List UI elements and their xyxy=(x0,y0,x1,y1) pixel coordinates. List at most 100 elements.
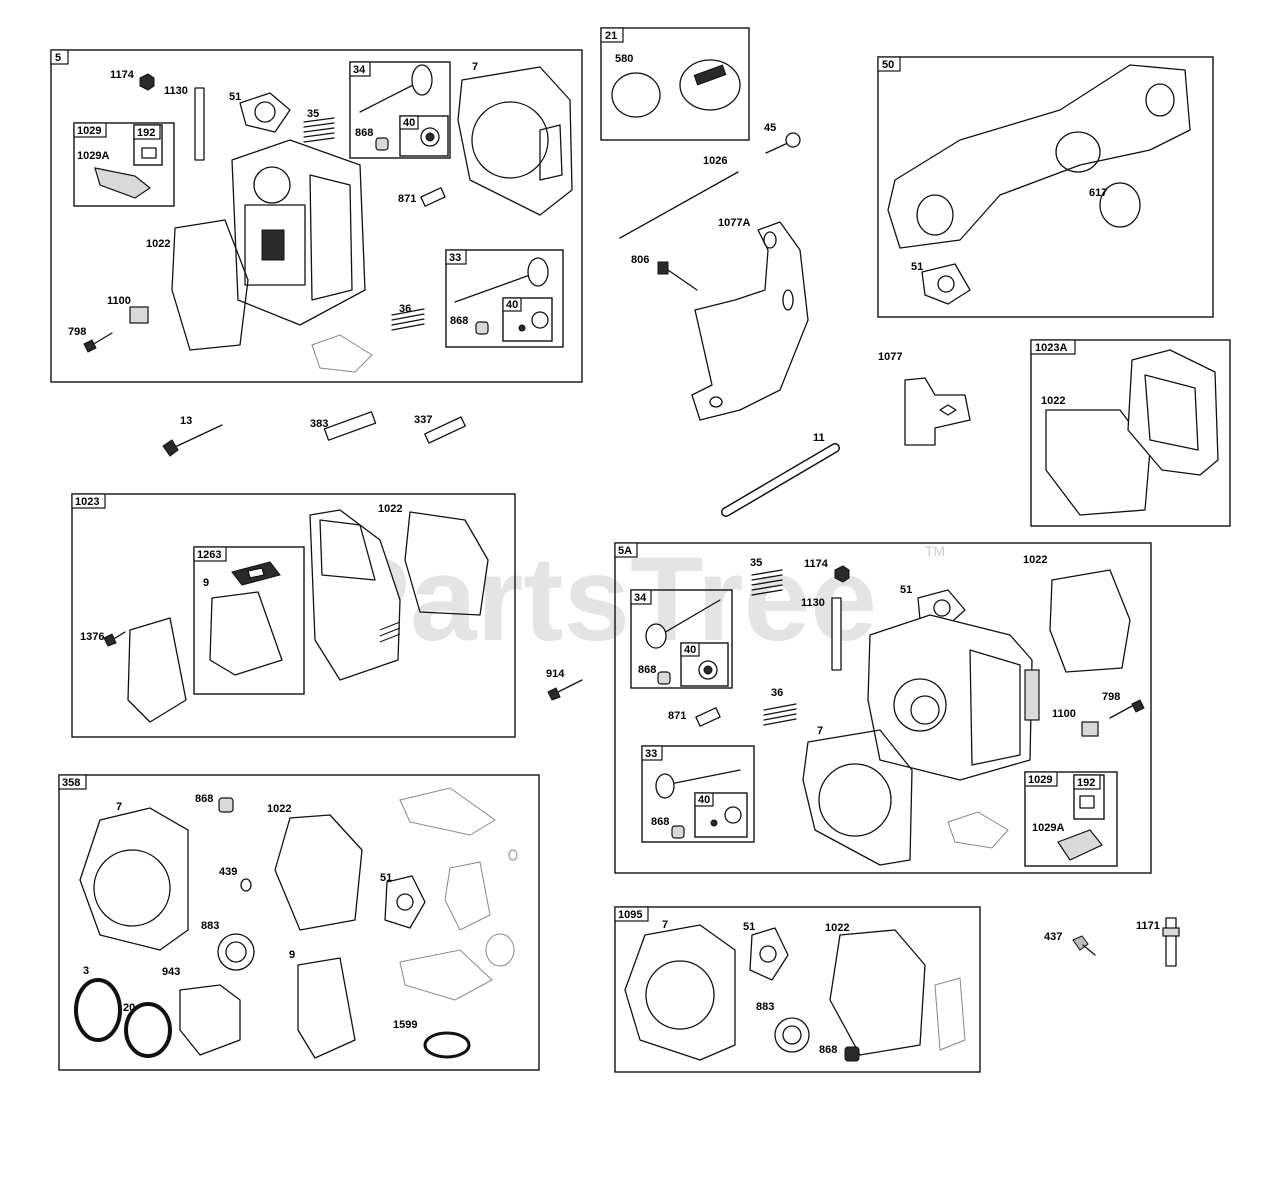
spring-36 xyxy=(391,308,425,331)
group-tag-5A: 5A xyxy=(618,545,632,557)
label-1022-d: 1022 xyxy=(1023,554,1047,566)
subgroup-34-box xyxy=(349,61,451,159)
label-337: 337 xyxy=(414,414,432,426)
gasket-51-c xyxy=(917,589,966,629)
o-ring-580 xyxy=(611,72,661,118)
watermark-text: PartsTree xyxy=(330,532,877,666)
bolt-806 xyxy=(657,261,698,291)
label-806: 806 xyxy=(631,254,649,266)
o-ring-617 xyxy=(1099,182,1141,228)
group-tag-50: 50 xyxy=(882,59,894,71)
seal-40-b xyxy=(518,311,549,332)
group-1095-box xyxy=(614,906,981,1073)
gasket-51 xyxy=(239,92,291,133)
group-1023-rocker-cover-kit[interactable]: 1023 1263 1022 9 1376 xyxy=(71,493,516,738)
subgroup-33-box xyxy=(445,249,564,348)
label-437: 437 xyxy=(1044,931,1062,943)
head-gasket-7-c xyxy=(79,807,189,951)
nut-1174 xyxy=(139,73,155,91)
label-1029A-b: 1029A xyxy=(1032,822,1064,834)
label-3: 3 xyxy=(83,965,89,977)
head-gasket-7 xyxy=(457,66,573,216)
plug-437 xyxy=(1072,935,1096,956)
spring-35 xyxy=(303,117,335,143)
rocker-arm-1029A-b xyxy=(1057,829,1103,861)
label-1077A: 1077A xyxy=(718,217,750,229)
rocker-gasket-1022-c xyxy=(404,511,489,616)
dowel-871 xyxy=(420,187,446,207)
rocker-arm-1029A xyxy=(94,167,152,199)
label-9-b: 9 xyxy=(289,949,295,961)
label-51-b: 51 xyxy=(911,261,923,273)
label-914: 914 xyxy=(546,668,565,680)
group-5-cylinder-head-assembly[interactable]: 5 34 40 1029 192 33 40 1174 1130 51 35 7… xyxy=(50,49,583,383)
label-1022-b: 1022 xyxy=(1041,395,1065,407)
group-tag-1263: 1263 xyxy=(197,549,221,561)
label-11: 11 xyxy=(813,432,825,444)
bolt-13 xyxy=(162,424,223,457)
gasket-51-b xyxy=(921,263,971,305)
group-tag-33-b: 33 xyxy=(645,748,657,760)
label-617: 617 xyxy=(1089,187,1107,199)
seal-868 xyxy=(375,137,389,151)
group-1095-gasket-set[interactable]: 1095 7 51 1022 883 868 xyxy=(614,906,981,1073)
label-1130: 1130 xyxy=(164,85,188,97)
group-tag-1023: 1023 xyxy=(75,496,99,508)
label-1174: 1174 xyxy=(110,69,135,81)
label-943: 943 xyxy=(162,966,180,978)
valve-33-b xyxy=(655,769,741,799)
spring-35-b xyxy=(751,569,783,596)
seal-868-b xyxy=(475,321,489,335)
label-883-b: 883 xyxy=(756,1001,774,1013)
label-1022-e: 1022 xyxy=(267,803,291,815)
group-1023-box xyxy=(71,493,516,738)
label-868-c: 868 xyxy=(638,664,656,676)
label-439: 439 xyxy=(219,866,237,878)
label-1022-f: 1022 xyxy=(825,922,849,934)
label-1376: 1376 xyxy=(80,631,104,643)
cylinder-head-b xyxy=(867,614,1040,781)
bracket-1077A xyxy=(691,221,809,421)
subgroup-1263-box xyxy=(193,546,305,695)
label-868: 868 xyxy=(355,127,373,139)
label-883: 883 xyxy=(201,920,219,932)
subgroup-1029-b-box xyxy=(1024,771,1118,867)
seal-40-d xyxy=(710,806,742,827)
rocker-gasket-1022-b xyxy=(1045,409,1151,516)
label-1100-b: 1100 xyxy=(1052,708,1076,720)
gasket-1376-plate xyxy=(127,617,187,723)
label-1174-b: 1174 xyxy=(804,558,829,570)
gasket-883-b xyxy=(774,1017,810,1053)
watermark-trademark: TM xyxy=(925,543,945,559)
label-798: 798 xyxy=(68,326,86,338)
head-gasket-7-b xyxy=(802,729,913,866)
seal-40-c xyxy=(698,660,718,680)
stud-1130 xyxy=(194,87,205,161)
group-1023A-rocker-cover[interactable]: 1023A 1022 xyxy=(1030,339,1231,527)
head-gasket-7-d xyxy=(624,924,736,1061)
seal-3 xyxy=(74,978,122,1042)
group-21-oil-fill[interactable]: 21 580 xyxy=(600,27,750,141)
group-tag-1023A: 1023A xyxy=(1035,342,1067,354)
group-5A-cylinder-head-assembly[interactable]: 5A 34 40 33 40 1029 192 35 1174 1130 51 … xyxy=(614,542,1152,874)
group-5A-box xyxy=(614,542,1152,874)
group-358-box xyxy=(58,774,540,1071)
group-tag-33: 33 xyxy=(449,252,461,264)
group-tag-40-d: 40 xyxy=(698,794,710,806)
label-35: 35 xyxy=(307,108,319,120)
label-51-d: 51 xyxy=(380,872,392,884)
label-871: 871 xyxy=(398,193,416,205)
label-7-b: 7 xyxy=(817,725,823,737)
dowel-871-b xyxy=(695,707,721,727)
group-21-box xyxy=(600,27,750,141)
label-51: 51 xyxy=(229,91,241,103)
group-50-intake-manifold[interactable]: 50 617 51 xyxy=(877,56,1214,318)
seal-868-e xyxy=(218,797,234,813)
screw-192-b xyxy=(1079,795,1095,809)
label-383: 383 xyxy=(310,418,328,430)
group-358-gasket-set[interactable]: 358 7 868 1022 439 51 883 3 943 9 20 159… xyxy=(58,774,540,1071)
group-tag-34-b: 34 xyxy=(634,592,647,604)
label-1599: 1599 xyxy=(393,1019,417,1031)
group-tag-34: 34 xyxy=(353,64,366,76)
